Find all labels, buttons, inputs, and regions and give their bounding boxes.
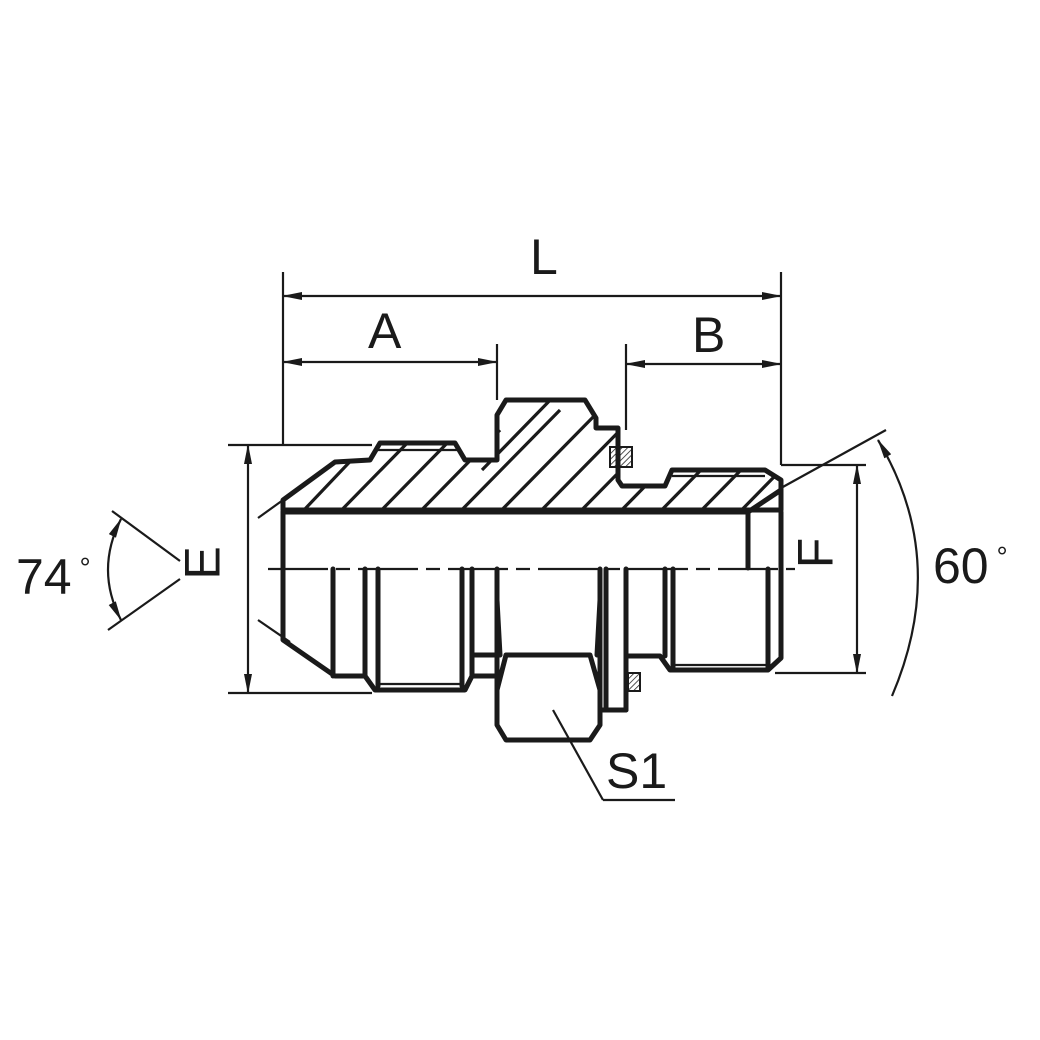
upper-section <box>280 397 784 513</box>
lower-outside-view <box>280 509 784 743</box>
angle-74-indicator <box>107 499 291 643</box>
angle-60-value: 60 <box>933 538 989 594</box>
label-a: A <box>368 303 402 359</box>
label-f: F <box>787 528 850 578</box>
dimension-e <box>228 443 372 695</box>
dimension-l <box>281 272 783 465</box>
bore <box>280 487 784 571</box>
angle-60-indicator <box>780 429 919 697</box>
label-angle-74: 74 ° <box>16 552 97 602</box>
angle-74-degree: ° <box>79 552 91 583</box>
o-ring-seal-lower <box>627 672 641 692</box>
angle-74-value: 74 <box>16 549 72 605</box>
angle-60-degree: ° <box>996 541 1008 572</box>
label-f-text: F <box>787 537 844 569</box>
label-l: L <box>530 229 558 285</box>
s1-leader <box>552 709 675 802</box>
label-b: B <box>692 307 726 363</box>
label-e: E <box>175 538 236 588</box>
o-ring-seal <box>609 446 633 468</box>
dimension-b <box>624 344 782 430</box>
label-angle-60: 60 ° <box>933 541 1014 591</box>
label-s1: S1 <box>606 743 668 799</box>
dimension-a <box>282 344 499 400</box>
label-e-text: E <box>174 546 231 580</box>
